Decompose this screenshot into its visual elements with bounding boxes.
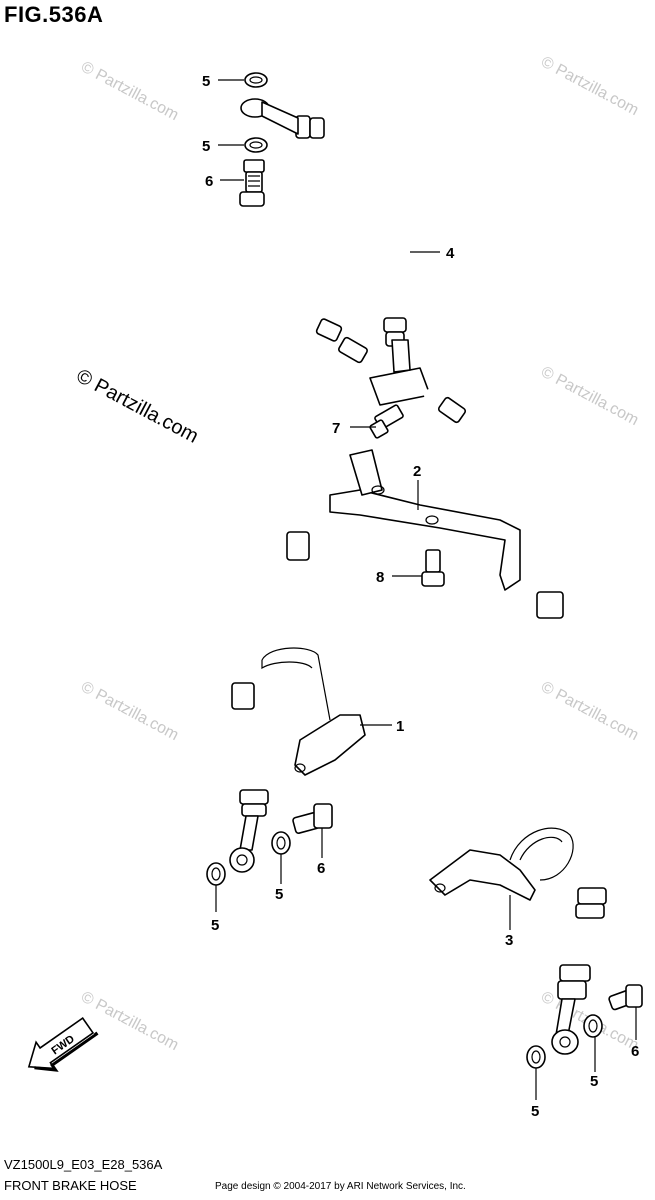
watermark: © Partzilla.com (73, 365, 202, 448)
hose-part-4 (294, 115, 407, 347)
bracket-part-3 (429, 827, 574, 901)
leader-lines (215, 79, 637, 1100)
callout-1: 1 (396, 718, 404, 735)
bolt-part-6-top (239, 159, 265, 207)
watermark: © Partzilla.com (78, 989, 181, 1055)
hose-joint (369, 339, 431, 406)
callout-5: 5 (202, 138, 210, 155)
hose-left (210, 303, 368, 873)
washers-part-5 (206, 72, 603, 1069)
bolt-part-8 (421, 549, 445, 587)
watermarks: © Partzilla.com © Partzilla.com © Partzi… (73, 54, 642, 1055)
watermark: © Partzilla.com (538, 364, 641, 430)
callout-8: 8 (376, 569, 384, 586)
callout-5: 5 (211, 917, 219, 934)
figure-title: FIG.536A (4, 2, 104, 27)
callout-6: 6 (205, 173, 213, 190)
callout-5: 5 (275, 886, 283, 903)
watermark: © Partzilla.com (538, 54, 641, 120)
callout-4: 4 (446, 245, 455, 262)
callout-5: 5 (531, 1103, 539, 1120)
watermark: © Partzilla.com (78, 679, 181, 745)
watermark: © Partzilla.com (78, 59, 181, 125)
diagram-caption: FRONT BRAKE HOSE (4, 1178, 137, 1193)
callout-6: 6 (631, 1043, 639, 1060)
bolt-part-6-right (608, 984, 643, 1011)
callout-5: 5 (202, 73, 210, 90)
copyright-credit: Page design © 2004-2017 by ARI Network S… (215, 1181, 466, 1192)
callout-6: 6 (317, 860, 325, 877)
callout-5: 5 (590, 1073, 598, 1090)
fwd-arrow-icon: FWD (27, 1017, 99, 1072)
callout-3: 3 (505, 932, 513, 949)
model-code: VZ1500L9_E03_E28_536A (4, 1157, 163, 1172)
watermark: © Partzilla.com (538, 679, 641, 745)
upper-banjo-fitting (240, 98, 299, 135)
bolt-part-6-left (292, 803, 333, 834)
bolt-part-7 (369, 404, 404, 439)
callout-7: 7 (332, 420, 340, 437)
callout-2: 2 (413, 463, 421, 480)
hose-right (424, 389, 607, 1055)
callouts: 5 5 6 4 7 2 8 1 6 5 5 3 6 5 5 (202, 73, 639, 1120)
bracket-part-2 (329, 449, 521, 591)
bracket-part-1 (261, 647, 366, 776)
